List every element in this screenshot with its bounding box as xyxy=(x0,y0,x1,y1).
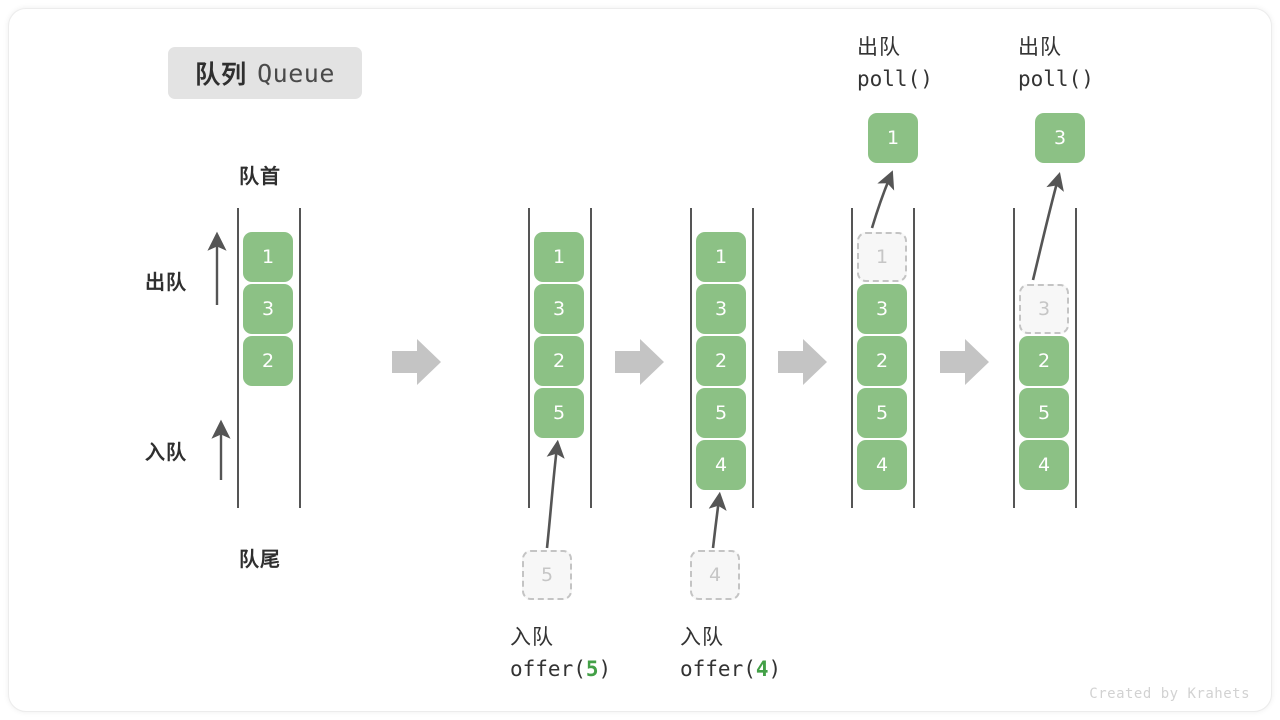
incoming-ghost-item: 4 xyxy=(690,550,740,600)
queue-item: 1 xyxy=(534,232,584,282)
rail-right xyxy=(590,208,592,508)
title-english: Queue xyxy=(257,58,335,88)
incoming-ghost-item: 5 xyxy=(522,550,572,600)
queue-item-removed: 3 xyxy=(1019,284,1069,334)
diagram-card xyxy=(8,8,1272,712)
dequeue-side-label: 出队 xyxy=(145,270,187,294)
queue-item: 2 xyxy=(1019,336,1069,386)
queue-item: 4 xyxy=(857,440,907,490)
queue-item: 1 xyxy=(243,232,293,282)
caption-dequeue-cn: 出队 xyxy=(1018,35,1062,59)
polled-result-item: 3 xyxy=(1035,113,1085,163)
title-badge: 队列 Queue xyxy=(168,47,362,99)
rail-right xyxy=(752,208,754,508)
queue-item-new: 4 xyxy=(696,440,746,490)
queue-item: 5 xyxy=(1019,388,1069,438)
code-suffix: ) xyxy=(598,657,612,681)
queue-item: 3 xyxy=(857,284,907,334)
caption-dequeue-code: poll() xyxy=(857,67,933,91)
queue-head-label: 队首 xyxy=(239,164,281,188)
queue-item: 4 xyxy=(1019,440,1069,490)
queue-item: 5 xyxy=(857,388,907,438)
queue-item: 5 xyxy=(696,388,746,438)
caption-dequeue-cn: 出队 xyxy=(857,35,901,59)
queue-item: 1 xyxy=(696,232,746,282)
enqueue-side-label: 入队 xyxy=(145,440,187,464)
rail-left xyxy=(1013,208,1015,508)
queue-item: 2 xyxy=(696,336,746,386)
caption-enqueue-cn: 入队 xyxy=(680,625,724,649)
queue-item: 2 xyxy=(857,336,907,386)
polled-result-item: 1 xyxy=(868,113,918,163)
caption-enqueue-code: offer(5) xyxy=(510,657,611,681)
caption-enqueue-cn: 入队 xyxy=(510,625,554,649)
rail-right xyxy=(913,208,915,508)
code-prefix: offer( xyxy=(510,657,586,681)
queue-item: 2 xyxy=(534,336,584,386)
queue-item: 3 xyxy=(696,284,746,334)
code-suffix: ) xyxy=(768,657,782,681)
queue-item: 3 xyxy=(243,284,293,334)
code-argument: 5 xyxy=(585,657,599,681)
rail-left xyxy=(690,208,692,508)
queue-item: 3 xyxy=(534,284,584,334)
caption-dequeue-code: poll() xyxy=(1018,67,1094,91)
code-argument: 4 xyxy=(755,657,769,681)
title-chinese: 队列 xyxy=(195,60,248,89)
rail-left xyxy=(528,208,530,508)
caption-enqueue-code: offer(4) xyxy=(680,657,781,681)
rail-left xyxy=(851,208,853,508)
queue-item-new: 5 xyxy=(534,388,584,438)
credit-text: Created by Krahets xyxy=(1089,686,1250,702)
rail-left xyxy=(237,208,239,508)
queue-item: 2 xyxy=(243,336,293,386)
rail-right xyxy=(1075,208,1077,508)
rail-right xyxy=(299,208,301,508)
code-prefix: offer( xyxy=(680,657,756,681)
queue-tail-label: 队尾 xyxy=(239,547,281,571)
queue-item-removed: 1 xyxy=(857,232,907,282)
